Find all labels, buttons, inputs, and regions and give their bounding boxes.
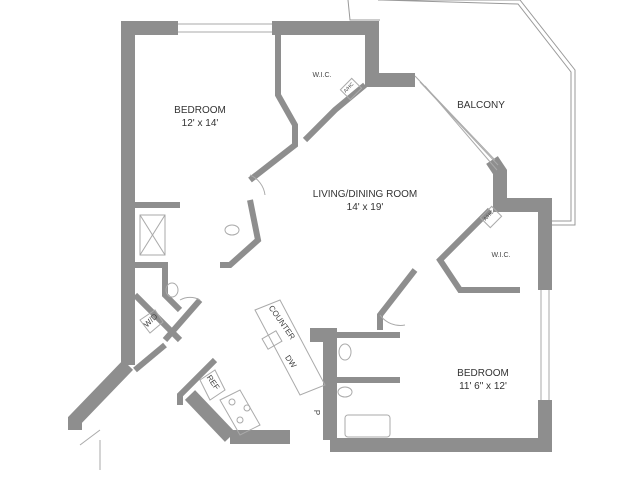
toilet1 xyxy=(224,224,240,236)
door-swing xyxy=(249,174,266,196)
hvac-box1 xyxy=(339,77,363,101)
pantry-label: P xyxy=(312,409,322,416)
exterior-walls xyxy=(68,21,552,452)
fixtures-lines xyxy=(79,77,503,470)
ref-box xyxy=(199,369,226,401)
wic1-label: W.I.C. xyxy=(312,72,332,79)
tub xyxy=(344,414,391,438)
sink2 xyxy=(338,343,352,361)
range xyxy=(219,389,261,436)
counter-shape xyxy=(254,299,326,396)
toilet2 xyxy=(337,386,353,398)
wic2-label: W.I.C. xyxy=(491,252,511,259)
wd-box xyxy=(139,309,164,334)
balcony-label: BALCONY xyxy=(457,100,505,111)
balcony-railing xyxy=(347,0,576,226)
shower xyxy=(139,214,166,256)
hvac-box2 xyxy=(479,205,503,229)
sink1 xyxy=(165,282,179,298)
windows xyxy=(178,23,550,400)
